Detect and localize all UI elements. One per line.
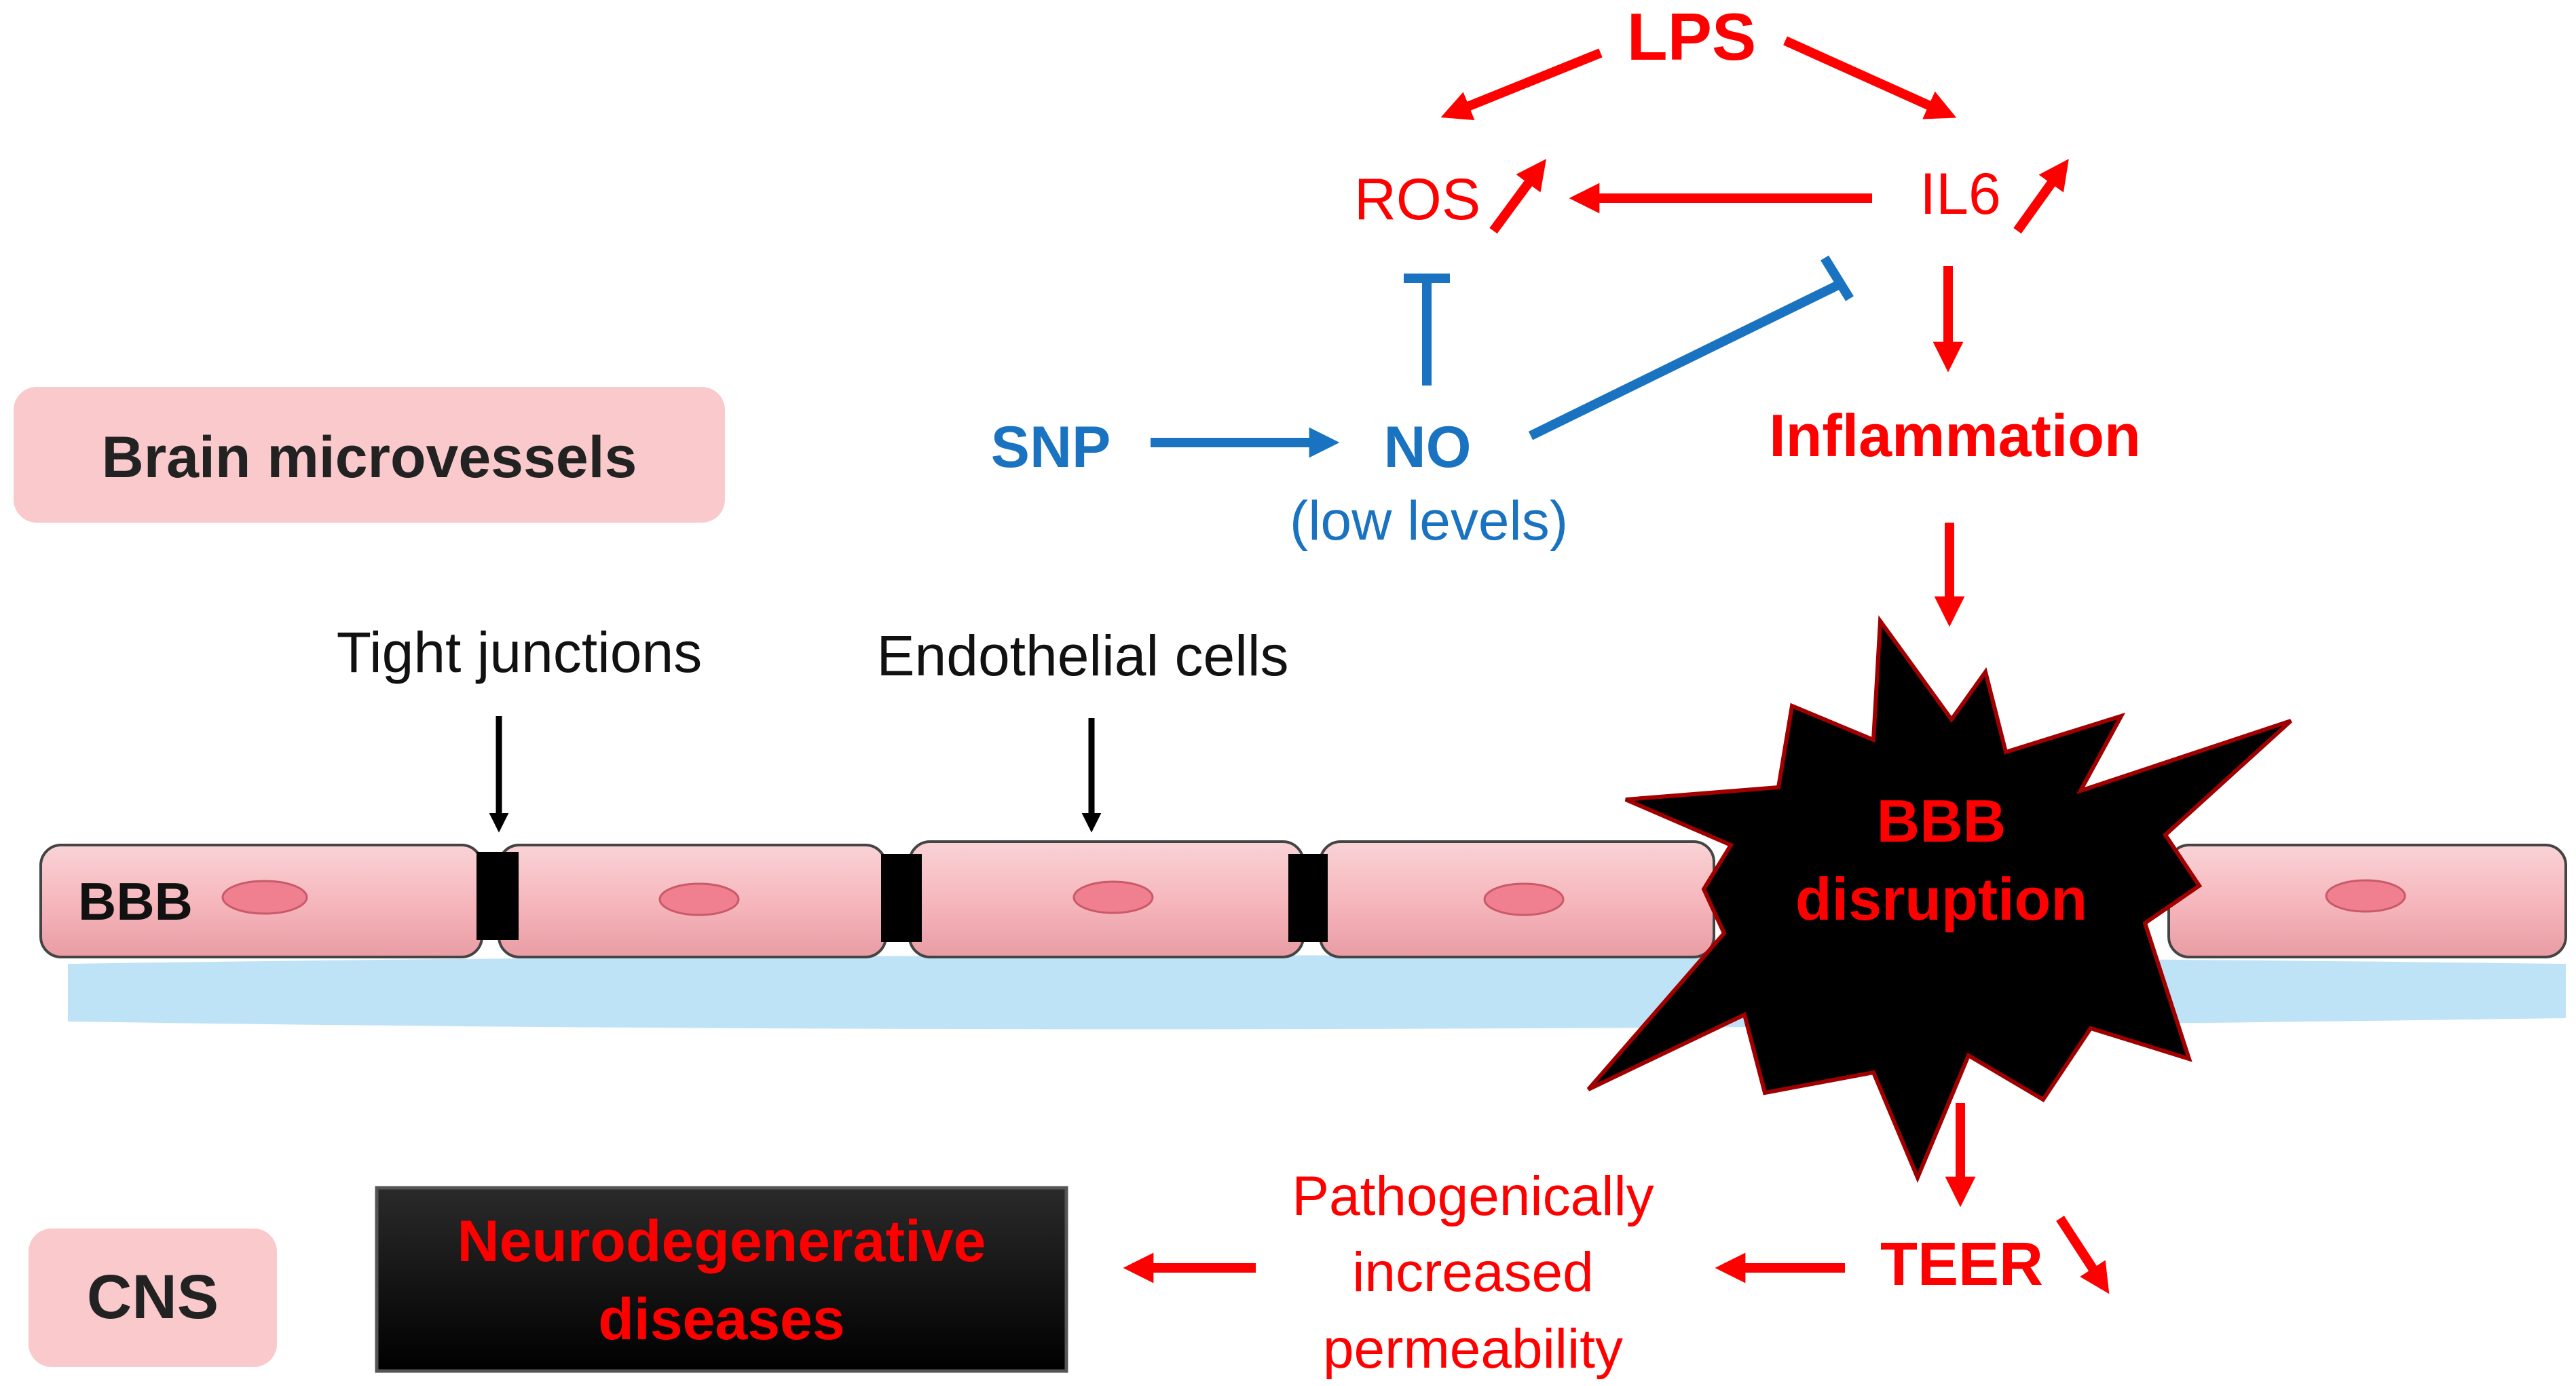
neuro-line2: diseases <box>598 1287 844 1352</box>
basement-membrane <box>68 955 2566 1030</box>
brain-microvessels-label: Brain microvessels <box>14 387 725 523</box>
no-node: NO <box>1384 415 1472 480</box>
bbb-disruption-burst: BBB disruption <box>1586 615 2293 1183</box>
cell-nucleus <box>1072 880 1154 914</box>
tight-junctions-label: Tight junctions <box>337 620 703 684</box>
no-inhibits-il6-line <box>1528 279 1844 441</box>
endothelial-cell <box>39 844 483 958</box>
ros-increase-arrow <box>1489 159 1546 234</box>
il6-increase-arrow <box>2013 159 2069 234</box>
lps-to-ros-arrow <box>1440 48 1603 121</box>
ros-node: ROS <box>1354 167 1480 232</box>
teer-decrease-arrow <box>2056 1216 2110 1294</box>
bbb-label: BBB <box>78 872 193 931</box>
cell-nucleus <box>221 880 308 915</box>
blue-arrows <box>1151 255 1854 458</box>
cell-nucleus <box>2325 879 2406 913</box>
permeability-node: Pathogenically increased permeability <box>1292 1165 1654 1380</box>
bbb-disruption-line2: disruption <box>1795 865 2087 933</box>
endothelial-cell <box>1319 840 1715 958</box>
permeability-line1: Pathogenically <box>1292 1165 1654 1227</box>
permeability-line3: permeability <box>1323 1318 1623 1380</box>
permeability-line2: increased <box>1352 1241 1594 1303</box>
bbb-disruption-line1: BBB <box>1877 787 2006 855</box>
no-inhibits-il6-bar <box>1821 255 1854 301</box>
cns-text: CNS <box>87 1262 219 1332</box>
endothelial-cell <box>908 840 1305 958</box>
cell-nucleus <box>1483 882 1565 916</box>
neuro-line1: Neurodegenerative <box>457 1209 986 1274</box>
tight-junction <box>477 852 519 940</box>
endothelial-cell <box>2167 844 2567 958</box>
il6-node: IL6 <box>1920 162 2001 227</box>
inflammation-node: Inflammation <box>1769 402 2141 469</box>
lps-to-il6-arrow <box>1783 36 1957 119</box>
tight-junction <box>1288 854 1328 942</box>
neurodegenerative-diseases-box: Neurodegenerative diseases <box>375 1186 1068 1373</box>
cns-label: CNS <box>29 1229 277 1367</box>
lps-node: LPS <box>1627 0 1757 74</box>
brain-microvessels-text: Brain microvessels <box>102 425 637 490</box>
teer-node: TEER <box>1880 1231 2043 1298</box>
cell-nucleus <box>658 882 740 916</box>
snp-node: SNP <box>991 415 1111 480</box>
tight-junction <box>881 854 922 942</box>
endothelial-cell <box>498 844 887 958</box>
red-arrows <box>1123 36 2110 1294</box>
no-levels-text: (low levels) <box>1290 490 1568 552</box>
endothelial-cells-label: Endothelial cells <box>876 624 1288 688</box>
